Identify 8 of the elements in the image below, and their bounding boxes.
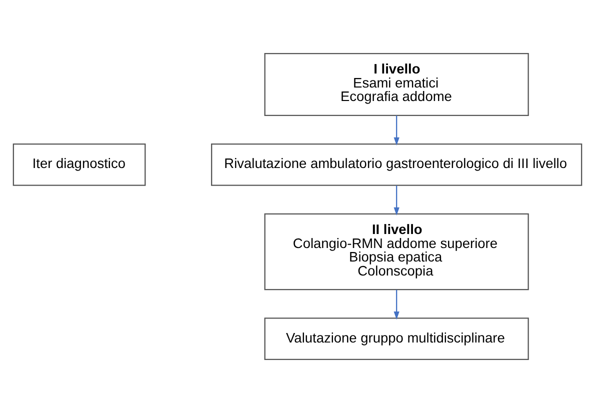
arrow bbox=[394, 185, 400, 215]
arrow bbox=[394, 289, 400, 320]
arrow bbox=[394, 115, 400, 145]
node-box: I livello Esami ematici Ecografia addome bbox=[264, 52, 529, 116]
node-box: Iter diagnostico bbox=[12, 143, 146, 186]
node-box: Valutazione gruppo multidisciplinare bbox=[264, 317, 529, 360]
node-box: II livello Colangio-RMN addome superiore Biopsia epatica Colonscopia bbox=[264, 212, 529, 290]
node-box: Rivalutazione ambulatorio gastroenterologico di III livello bbox=[211, 143, 582, 186]
